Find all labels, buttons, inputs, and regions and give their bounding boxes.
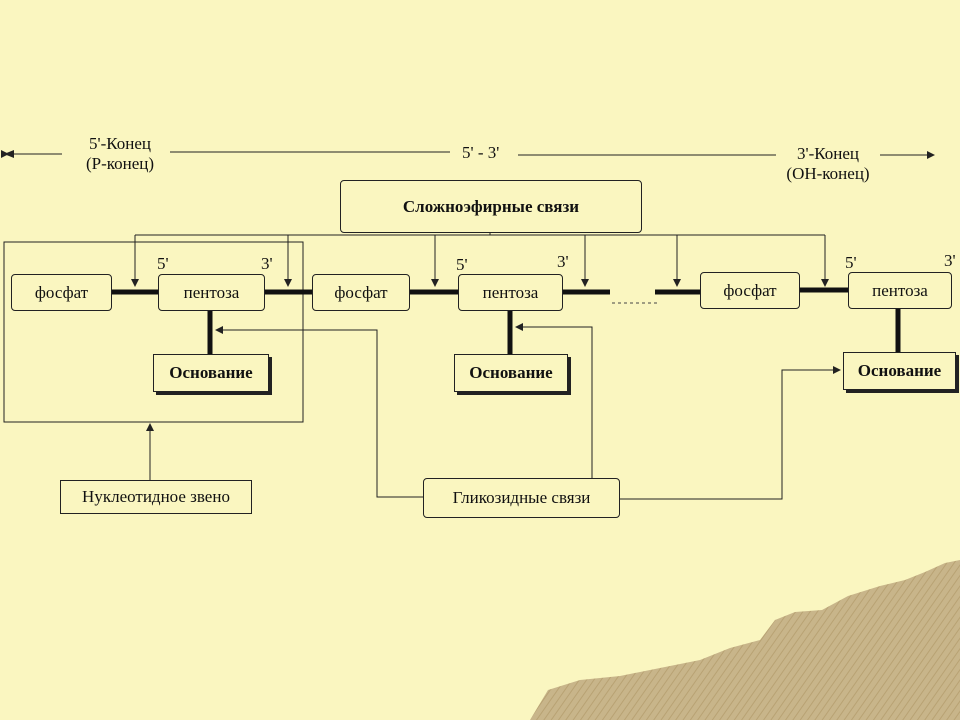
- phosphate-box: фосфат: [11, 274, 112, 311]
- decorative-rock-shape: [530, 560, 960, 720]
- nucleotide-unit-box: Нуклеотидное звено: [60, 480, 252, 514]
- base-box: Основание: [843, 352, 956, 390]
- glycosidic-bonds-box: Гликозидные связи: [423, 478, 620, 518]
- direction-label: 5' - 3': [462, 143, 500, 162]
- nucleotide-unit-frame: [3, 241, 304, 423]
- phosphate-box: фосфат: [700, 272, 800, 309]
- phosphate-box: фосфат: [312, 274, 410, 311]
- ester-bonds-box: Сложноэфирные связи: [340, 180, 642, 233]
- pentose-box: пентоза: [158, 274, 265, 311]
- base-box: Основание: [153, 354, 269, 392]
- five-prime-marker: 5': [845, 253, 857, 272]
- pentose-box: пентоза: [848, 272, 952, 309]
- three-prime-marker: 3': [557, 252, 569, 271]
- pentose-box: пентоза: [458, 274, 563, 311]
- base-box: Основание: [454, 354, 568, 392]
- three-prime-end-label: 3'-Конец (OH-конец): [786, 144, 870, 183]
- three-prime-marker: 3': [944, 251, 956, 270]
- three-prime-marker: 3': [261, 254, 273, 273]
- five-prime-marker: 5': [456, 255, 468, 274]
- five-prime-end-label: 5'-Конец (P-конец): [85, 134, 155, 173]
- five-prime-marker: 5': [157, 254, 169, 273]
